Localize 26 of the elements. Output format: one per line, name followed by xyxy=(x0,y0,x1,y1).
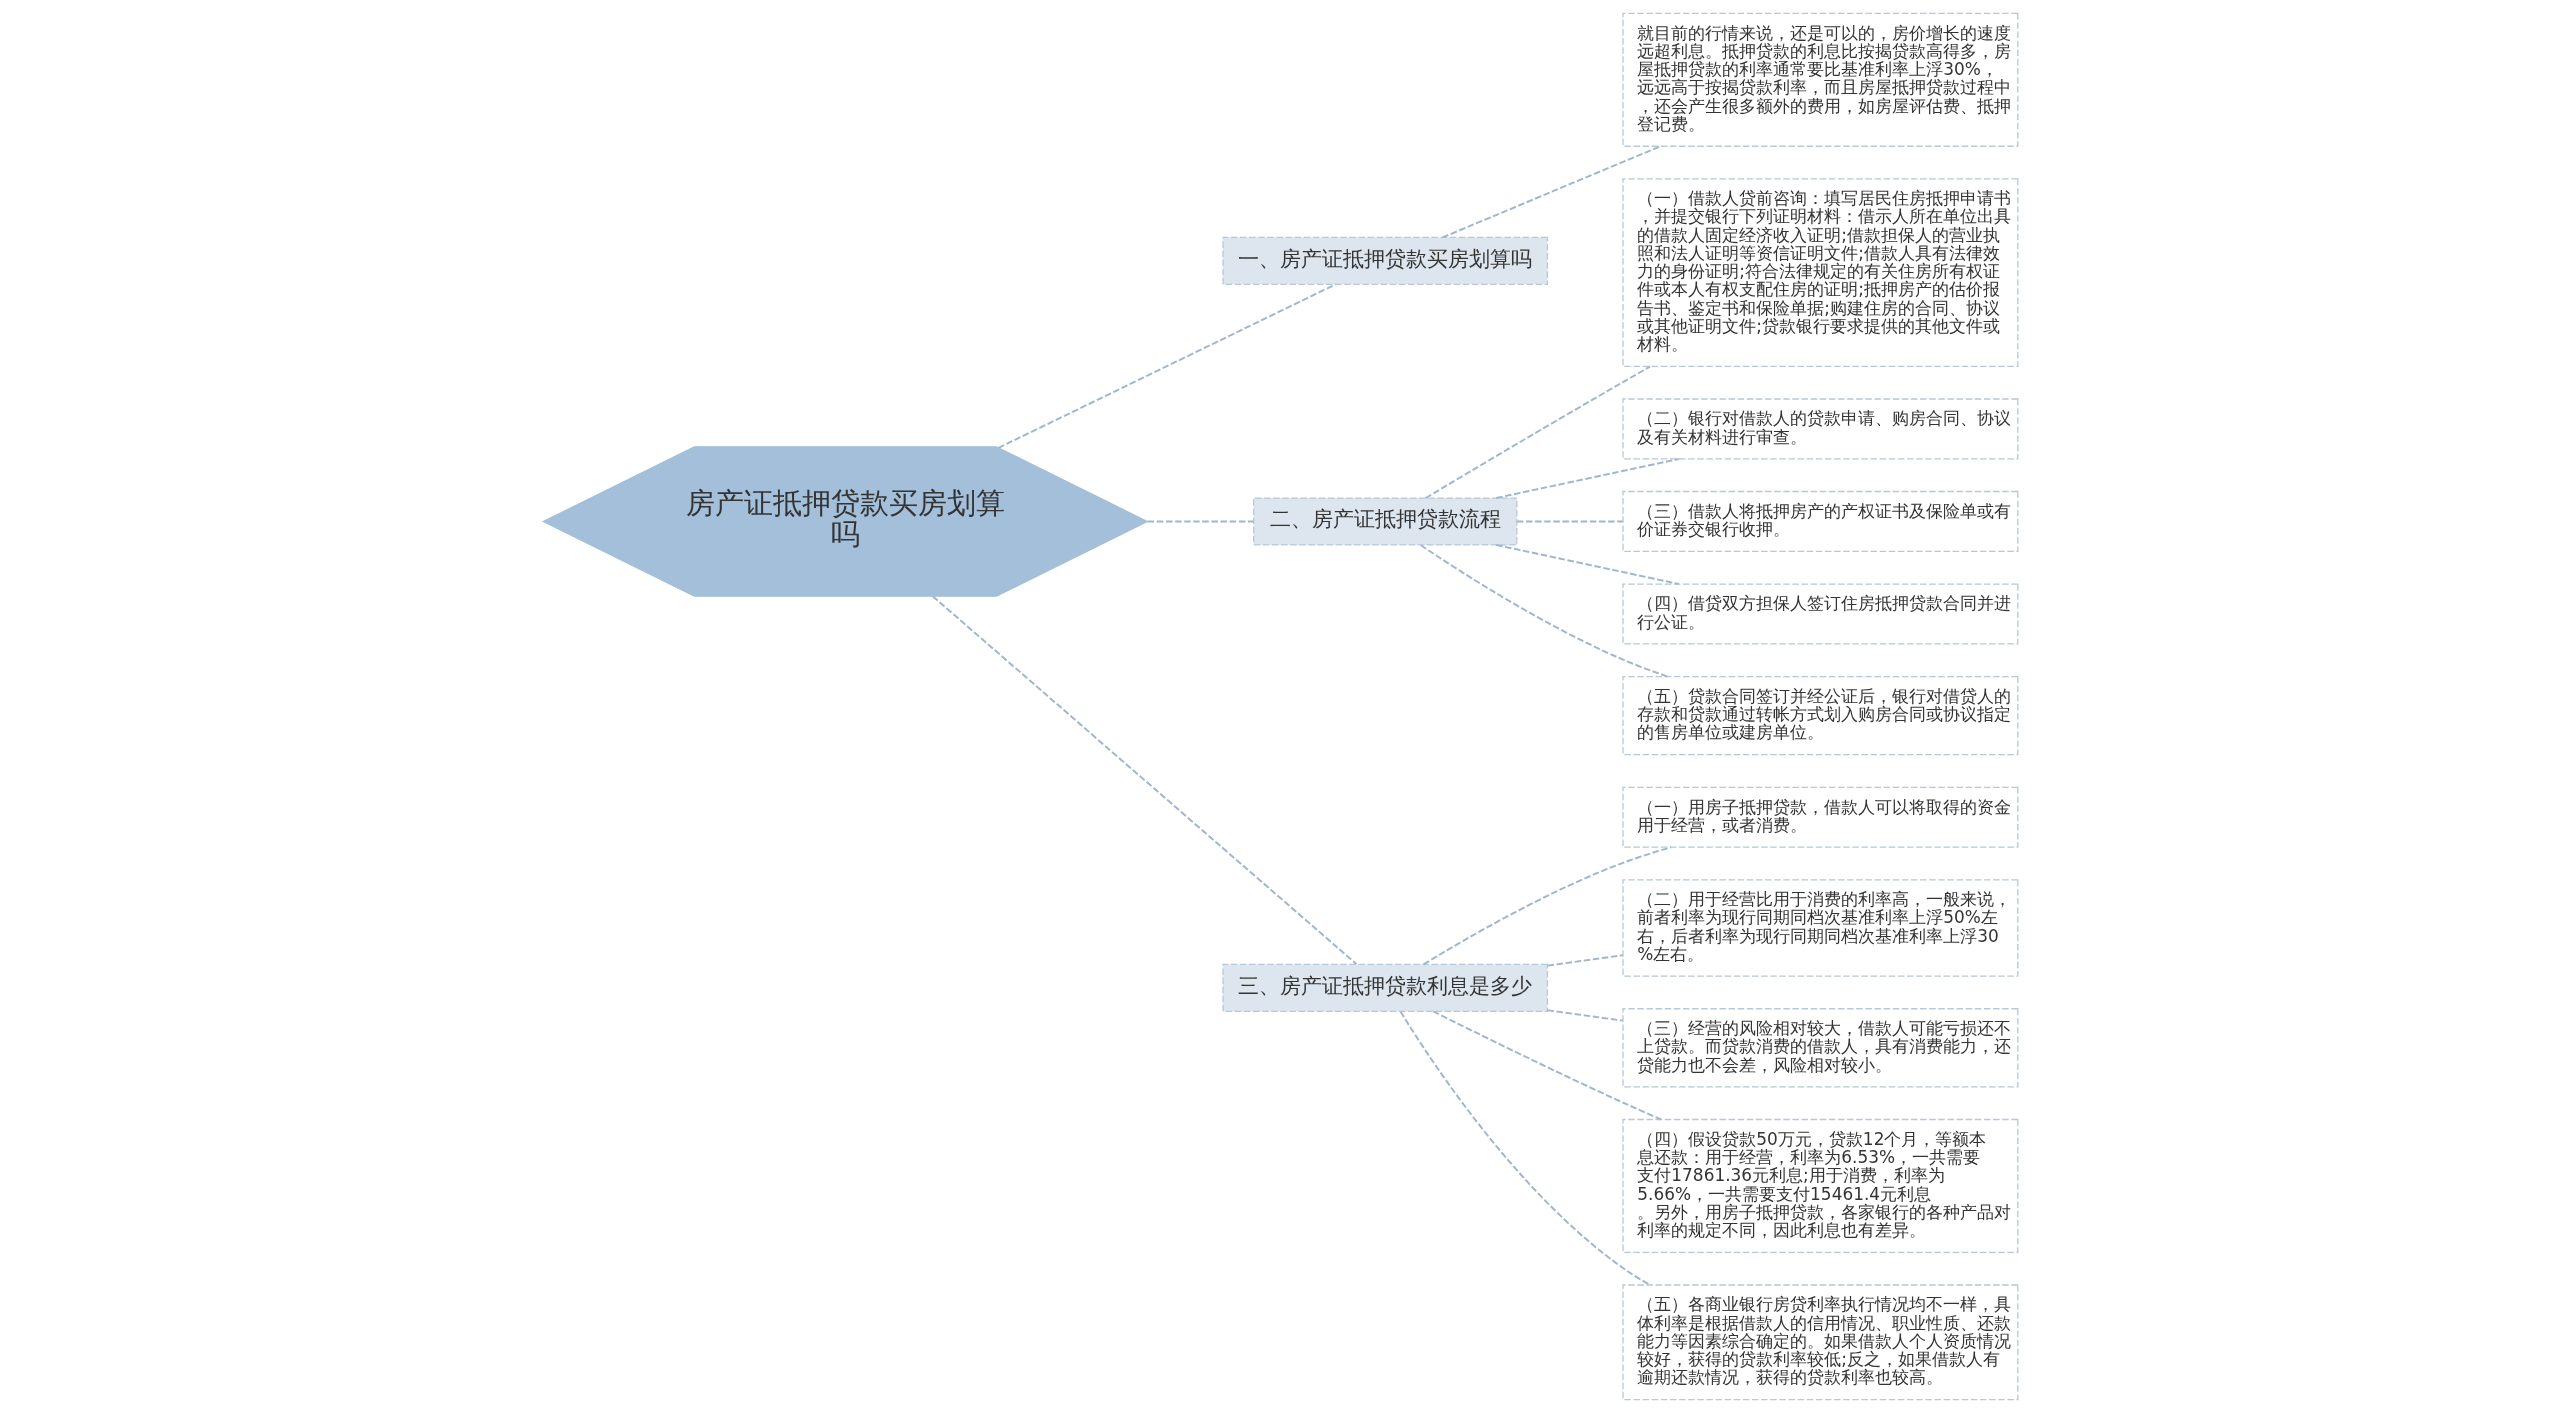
node-box: （一）借款人贷前咨询：填写居民住房抵押申请书，并提交银行下列证明材料：借示人所在单位出具的借款人固定经济收入证明;借款担保人的营业执照和法人证明等资信证明文件;借款人具有法律效力的身份证明;符合法律规定的有关住房所有权证件或本人有权支配住房的证明;抵押房产的估价报告书、鉴定书和保险单据;购建住房的合同、协议或其他证明文件;贷款银行要求提供的其他文件或材料。 xyxy=(1621,178,2018,368)
node-box: 三、房产证抵押贷款利息是多少 xyxy=(1221,963,1548,1013)
connector xyxy=(1422,846,1672,966)
connector xyxy=(1146,520,1255,523)
node-box: （四）借贷双方担保人签订住房抵押贷款合同并进行公证。 xyxy=(1621,583,2018,645)
connector xyxy=(1546,954,1624,967)
connector xyxy=(1419,544,1668,678)
connector xyxy=(1424,365,1651,499)
node-box: （三）借款人将抵押房产的产权证书及保险单或有价证券交银行收押。 xyxy=(1621,490,2018,553)
connector xyxy=(996,283,1336,449)
connector xyxy=(1399,1010,1651,1286)
connector xyxy=(1494,543,1680,585)
connector xyxy=(1515,520,1624,523)
connector xyxy=(1546,1009,1624,1022)
connector xyxy=(931,595,1357,966)
node-box: （一）用房子抵押贷款，借款人可以将取得的资金用于经营，或者消费。 xyxy=(1621,786,2018,848)
connector xyxy=(1494,458,1680,499)
node-box: 二、房产证抵押贷款流程 xyxy=(1252,497,1517,546)
node-box: 一、房产证抵押贷款买房划算吗 xyxy=(1221,236,1548,285)
node-box: （二）银行对借款人的贷款申请、购房合同、协议及有关材料进行审查。 xyxy=(1621,398,2018,460)
node-box: （五）各商业银行房贷利率执行情况均不一样，具体利率是根据借款人的信用情况、职业性质、还款能力等因素综合确定的。如果借款人个人资质情况较好，获得的贷款利率较低;反之，如果借款人有逾期还款情况，获得的贷款利率也较高。 xyxy=(1621,1284,2018,1401)
node-box: （四）假设贷款50万元，贷款12个月，等额本息还款：用于经营，利率为6.53%，一共需要支付17861.36元利息;用于消费，利率为5.66%，一共需要支付15461.4元利息。另外，用房子抵押贷款，各家银行的各种产品对利率的规定不同，因此利息也有差异。 xyxy=(1621,1118,2018,1254)
node-box: （五）贷款合同签订并经公证后，银行对借贷人的存款和贷款通过转帐方式划入购房合同或协议指定的售房单位或建房单位。 xyxy=(1621,675,2018,756)
node-box: 就目前的行情来说，还是可以的，房价增长的速度远超利息。抵押贷款的利息比按揭贷款高得多，房屋抵押贷款的利率通常要比基准利率上浮30%，远远高于按揭贷款利率，而且房屋抵押贷款过程中，还会产生很多额外的费用，如房屋评估费、抵押登记费。 xyxy=(1621,12,2018,147)
node-box: （二）用于经营比用于消费的利率高，一般来说，前者利率为现行同期同档次基准利率上浮50%左右，后者利率为现行同期同档次基准利率上浮30%左右。 xyxy=(1621,879,2018,977)
node-box: （三）经营的风险相对较大，借款人可能亏损还不上贷款。而贷款消费的借款人，具有消费能力，还贷能力也不会差，风险相对较小。 xyxy=(1621,1008,2018,1088)
